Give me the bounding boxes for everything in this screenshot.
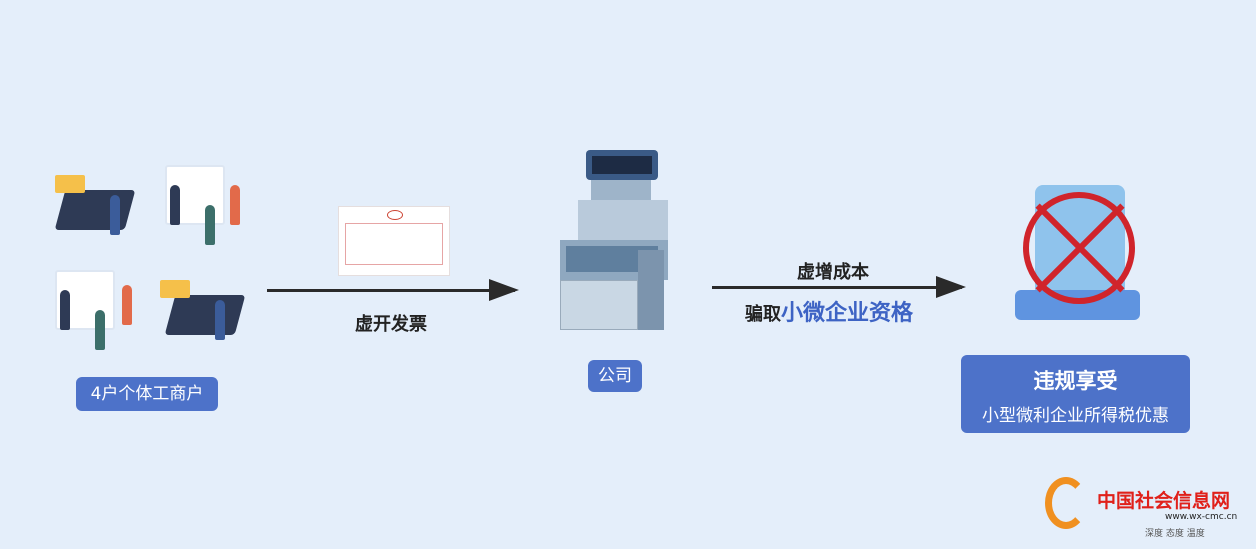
site-url: www.wx-cmc.cn	[1165, 512, 1238, 522]
violation-title: 违规享受	[1033, 369, 1118, 393]
site-name: 中国社会信息网	[1097, 490, 1231, 512]
fraud-label: 骗取小微企业资格	[745, 295, 913, 327]
phoenix-logo	[1045, 477, 1087, 529]
company-label: 公司	[588, 360, 642, 392]
invoice-icon	[338, 206, 450, 276]
violation-box: 违规享受 小型微利企业所得税优惠	[961, 355, 1190, 433]
fake-invoice-label: 虚开发票	[355, 314, 427, 335]
site-watermark: 中国社会信息网 www.wx-cmc.cn 深度 态度 温度	[1045, 472, 1250, 542]
fraud-prefix: 骗取	[745, 304, 781, 325]
crossed-document-icon	[1005, 180, 1145, 330]
laptop-icon	[164, 295, 246, 335]
merchants-illustration	[40, 160, 250, 360]
fraud-highlight: 小微企业资格	[781, 301, 914, 326]
merchants-label: 4户个体工商户	[76, 377, 218, 411]
arrow-invoices	[267, 279, 519, 301]
inflate-cost-label: 虚增成本	[797, 262, 869, 283]
company-machine-icon	[556, 150, 671, 340]
site-slogan: 深度 态度 温度	[1145, 529, 1205, 539]
violation-subtitle: 小型微利企业所得税优惠	[982, 406, 1169, 426]
laptop-icon	[54, 190, 136, 230]
arrow-fraud	[712, 276, 966, 298]
